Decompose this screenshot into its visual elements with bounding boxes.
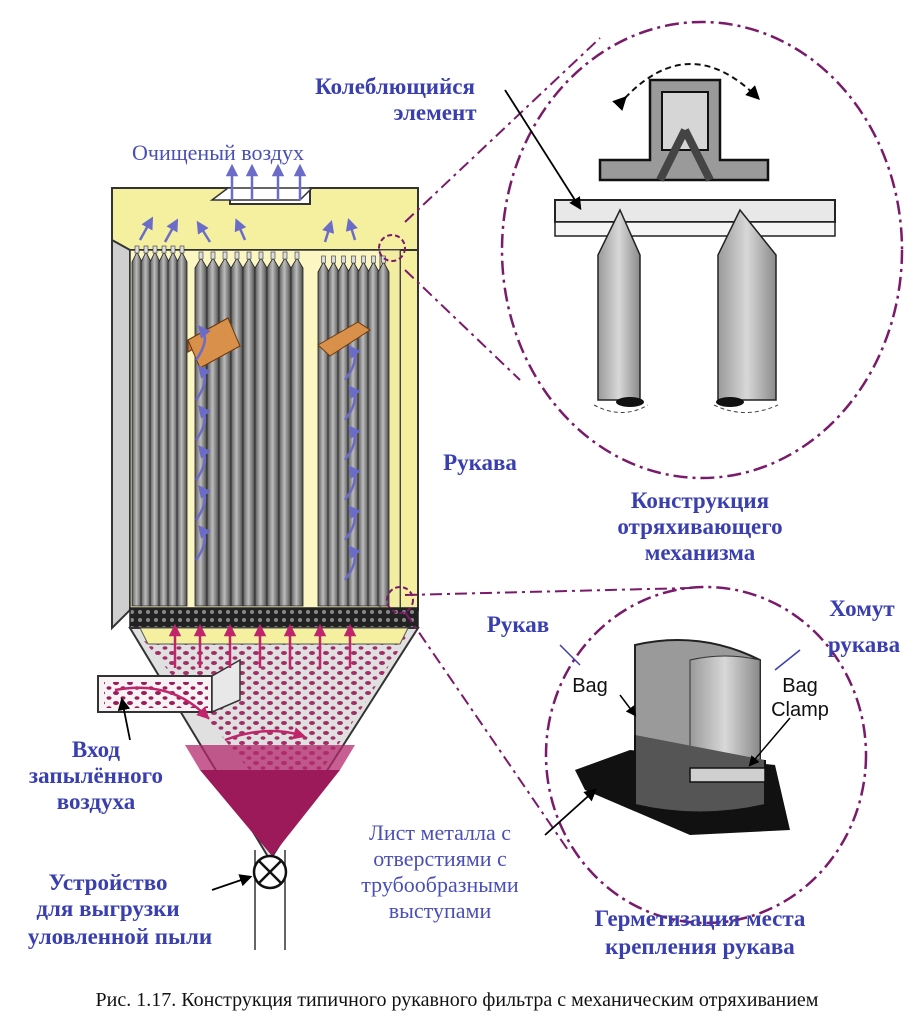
tube-sheet [129, 607, 419, 629]
flow-arrow [234, 218, 247, 241]
filter-bag [337, 255, 350, 607]
flow-arrow [343, 345, 361, 381]
flow-arrow [194, 445, 211, 481]
filter-bag [206, 251, 220, 607]
flow-arrow [194, 325, 211, 361]
flow-arrow [343, 385, 361, 421]
filter-bag [167, 245, 179, 607]
filter-bag [357, 255, 370, 607]
discharge-label-3: уловленной пыли [28, 924, 212, 949]
flow-arrow [138, 216, 154, 241]
bag-clamp-callout [386, 585, 868, 925]
filter-bag [176, 245, 188, 607]
shaker-callout [378, 20, 904, 480]
sealing-label-1: Герметизация места [595, 906, 806, 931]
tube-sheet-label-1: Лист металла с [369, 820, 511, 845]
bag-en-label: Bag [572, 675, 608, 697]
clamp-en-label-1: Bag [782, 675, 818, 697]
tube-sheet-label-4: выступами [389, 898, 492, 923]
filter-bag [327, 255, 340, 607]
flow-arrow [194, 525, 211, 561]
discharge-valve [252, 850, 288, 950]
flow-arrow [196, 220, 212, 243]
flow-arrow [194, 405, 211, 441]
clamp-ru-label-1: Хомут [829, 596, 895, 621]
filter-bag [377, 255, 390, 607]
filter-bags [131, 245, 390, 607]
shaker-label-3: механизма [645, 540, 756, 565]
oscillating-element-label-1: Колеблющийся [315, 74, 475, 99]
inlet-label-2: запылённого [29, 763, 163, 788]
flow-arrow [163, 218, 179, 243]
airflow-arrows [138, 163, 361, 668]
filter-bag [140, 245, 152, 607]
inlet-label-3: воздуха [57, 789, 136, 814]
oscillating-element-label-2: элемент [393, 100, 477, 125]
filter-bag [149, 245, 161, 607]
main-pointers [117, 697, 253, 891]
filter-bag [317, 255, 330, 607]
clean-air-label: Очищеный воздух [132, 140, 304, 165]
inlet-label-1: Вход [72, 737, 120, 762]
flow-arrow [322, 220, 335, 243]
clamp-ru-label-2: рукава [828, 632, 901, 657]
shaker-label-2: отряхивающего [617, 514, 782, 539]
bags-label: Рукава [443, 450, 517, 475]
bag-ru-label: Рукав [487, 612, 549, 637]
filter-bag [266, 251, 280, 607]
clamp-en-label-2: Clamp [771, 699, 829, 721]
flow-arrow [343, 465, 361, 501]
filter-bag [242, 251, 256, 607]
filter-bag [254, 251, 268, 607]
filter-bag [131, 245, 143, 607]
flow-arrow [343, 425, 361, 461]
figure-caption: Рис. 1.17. Конструкция типичного рукавно… [96, 989, 819, 1011]
discharge-label-2: для выгрузки [36, 896, 179, 921]
tube-sheet-label-3: трубообразными [361, 872, 519, 897]
filter-bag [158, 245, 170, 607]
filter-bag [218, 251, 232, 607]
filter-bag [278, 251, 292, 607]
flow-arrow [343, 505, 361, 541]
flow-arrow [343, 545, 361, 581]
flow-arrow [194, 485, 211, 521]
sealing-label-2: крепления рукава [605, 934, 795, 959]
flow-arrow [194, 365, 211, 401]
filter-bag [290, 251, 304, 607]
discharge-label-1: Устройство [49, 870, 168, 895]
shaker-label-1: Конструкция [631, 488, 769, 513]
filter-bag [230, 251, 244, 607]
filter-bag [367, 255, 380, 607]
flow-arrow [345, 218, 358, 241]
tube-sheet-label-2: отверстиями с [373, 846, 507, 871]
